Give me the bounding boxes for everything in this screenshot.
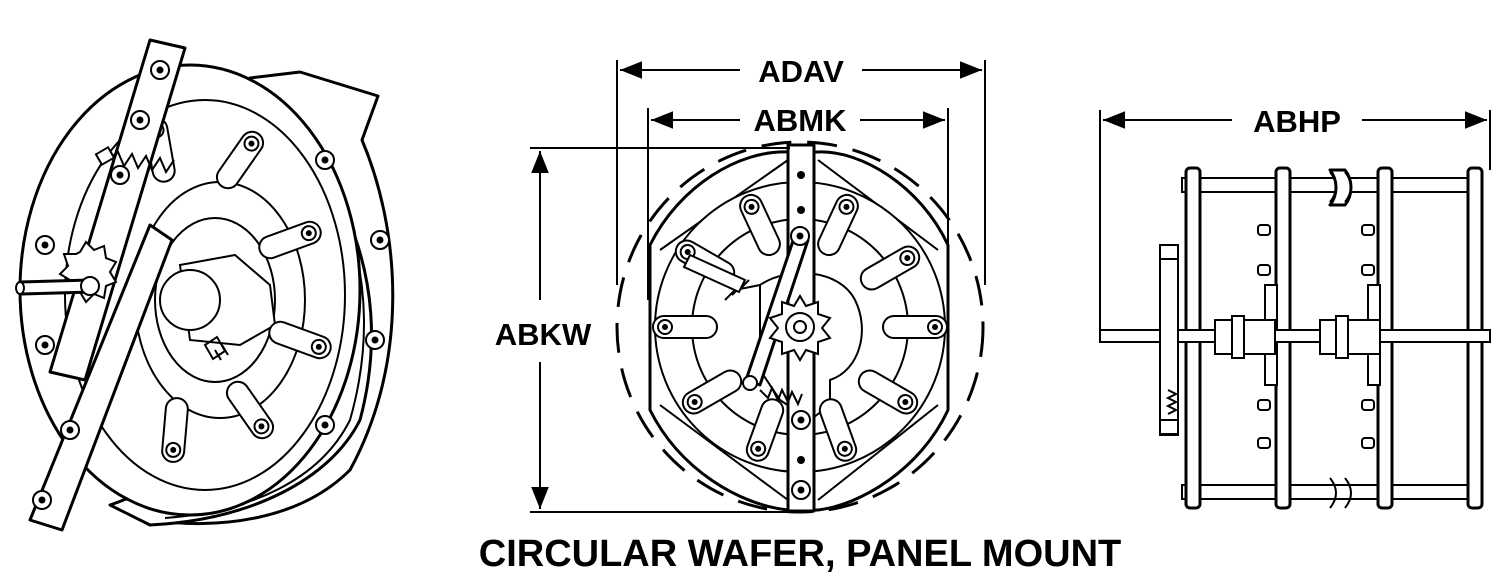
label-abmk: ABMK xyxy=(754,103,848,138)
figure-caption: CIRCULAR WAFER, PANEL MOUNT xyxy=(479,533,1121,575)
label-adav: ADAV xyxy=(758,54,844,89)
dimension-abkw: ABKW xyxy=(495,147,790,513)
label-abkw: ABKW xyxy=(495,317,592,352)
dimension-abmk: ABMK xyxy=(647,103,949,300)
dimension-abhp: ABHP xyxy=(1099,104,1491,330)
label-abhp: ABHP xyxy=(1253,104,1341,139)
isometric-view xyxy=(15,38,395,532)
front-view xyxy=(615,140,985,514)
dimension-adav: ADAV xyxy=(616,54,986,285)
side-view xyxy=(1099,166,1491,510)
